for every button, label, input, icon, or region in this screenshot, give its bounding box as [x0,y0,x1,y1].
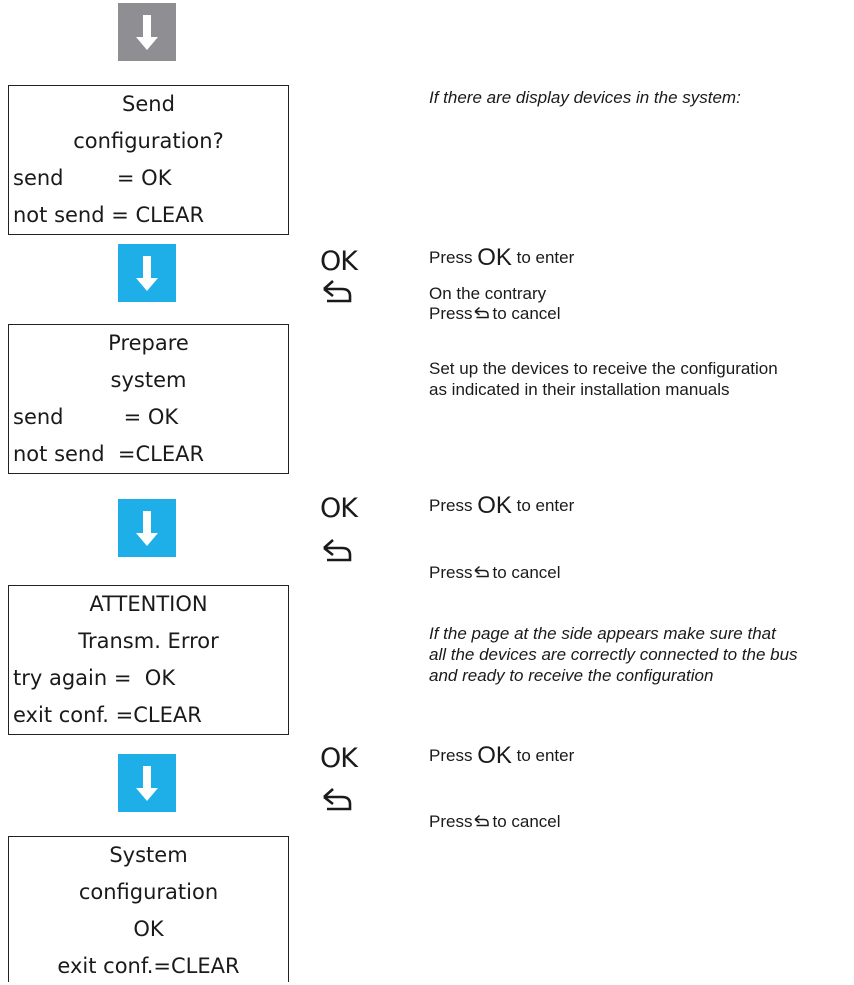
instruction-press-ok: Press OK to enter [429,494,575,518]
back-key-icon [322,278,354,306]
press-text: Press [429,304,473,323]
lcd-line: system [110,368,187,392]
lcd-line: configuration [78,880,219,904]
lcd-line: exit conf.=CLEAR [57,954,240,978]
back-key-icon [474,306,490,319]
down-arrow-icon [118,244,176,302]
lcd-line: exit conf. =CLEAR [13,703,202,727]
lcd-line: ATTENTION [89,592,208,616]
lcd-line: try again = OK [13,666,176,690]
ok-key-icon: OK [320,743,358,774]
back-key-icon [474,565,490,578]
note-error-line-1: If the page at the side appears make sur… [429,624,776,643]
instruction-press-ok: Press OK to enter [429,744,575,768]
note-setup-line-1: Set up the devices to receive the config… [429,359,778,378]
lcd-line: send = OK [13,166,172,190]
to-enter-text: to enter [516,746,575,765]
note-setup-line-2: as indicated in their installation manua… [429,380,730,399]
instruction-press-cancel: Press to cancel [429,563,561,583]
lcd-line: Send [122,92,175,116]
press-text: Press [429,812,473,831]
lcd-line: not send =CLEAR [13,442,205,466]
lcd-line: OK [133,917,164,941]
lcd-line: configuration? [73,129,224,153]
ok-key-icon: OK [477,742,512,769]
lcd-line: Transm. Error [78,629,219,653]
lcd-line: not send = CLEAR [13,203,205,227]
lcd-line: Prepare [108,331,189,355]
lcd-screen-prepare-system: Prepare system send = OK not send =CLEAR [8,324,289,474]
down-arrow-icon [118,754,176,812]
ok-key-icon: OK [477,244,512,271]
lcd-line: send = OK [13,405,179,429]
ok-key-icon: OK [477,492,512,519]
note-error-line-3: and ready to receive the configuration [429,666,714,685]
ok-key-icon: OK [320,493,358,524]
down-arrow-icon [118,499,176,557]
lcd-line: System [109,843,188,867]
lcd-screen-transmission-error: ATTENTION Transm. Error try again = OK e… [8,585,289,735]
instruction-press-ok: Press OK to enter [429,246,575,270]
back-key-icon [474,814,490,827]
to-enter-text: to enter [516,248,575,267]
back-key-icon [322,537,354,565]
press-text: Press [429,746,473,765]
instruction-on-the-contrary: On the contrary [429,284,547,303]
back-key-icon [322,786,354,814]
press-text: Press [429,563,473,582]
to-cancel-text: to cancel [492,304,561,323]
lcd-screen-send-configuration: Send configuration? send = OK not send =… [8,85,289,235]
to-cancel-text: to cancel [492,812,561,831]
press-text: Press [429,496,473,515]
ok-key-icon: OK [320,246,358,277]
press-text: Press [429,248,473,267]
to-cancel-text: to cancel [492,563,561,582]
to-enter-text: to enter [516,496,575,515]
instruction-press-cancel: Press to cancel [429,812,561,832]
instruction-press-cancel: Press to cancel [429,304,561,324]
note-error-line-2: all the devices are correctly connected … [429,645,798,664]
lcd-screen-configuration-ok: System configuration OK exit conf.=CLEAR [8,836,289,982]
down-arrow-icon [118,3,176,61]
note-display-devices: If there are display devices in the syst… [429,88,741,107]
